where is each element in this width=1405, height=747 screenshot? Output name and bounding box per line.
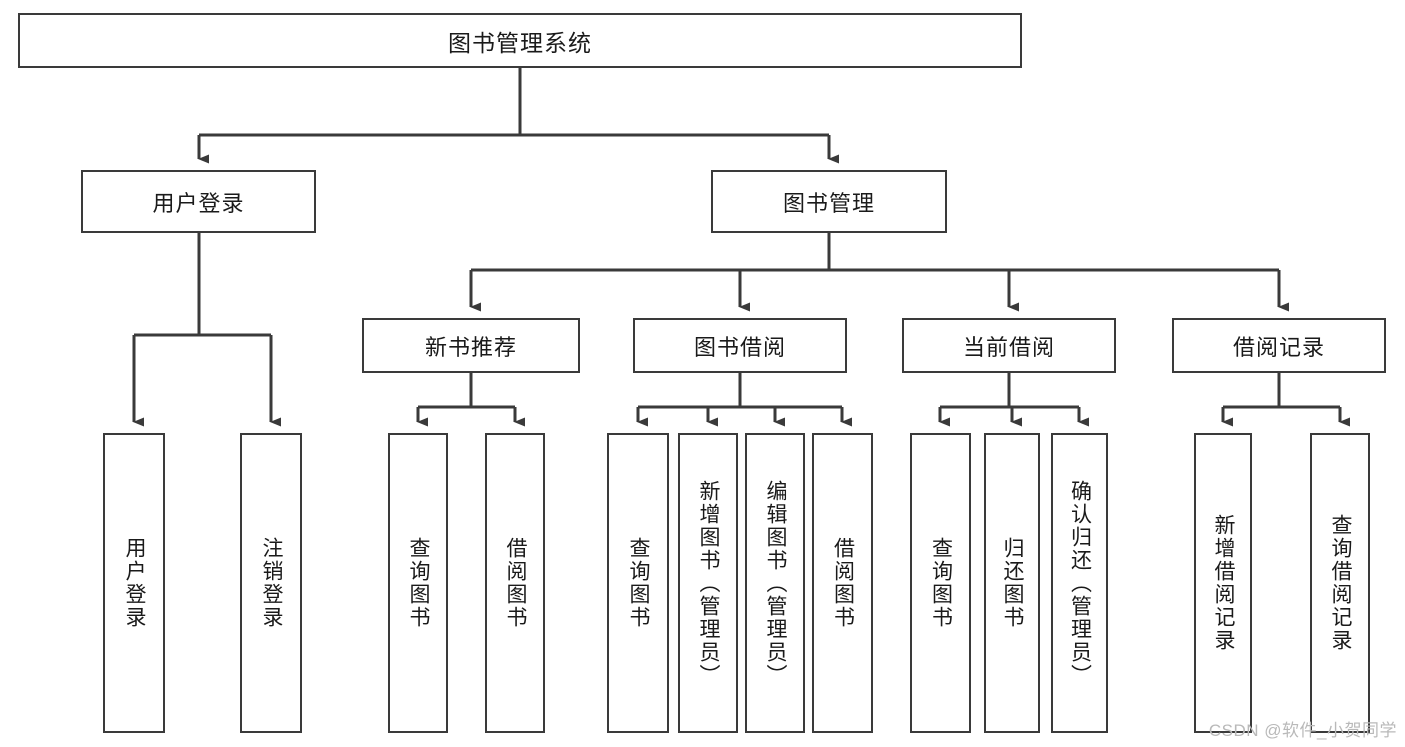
- leaf-user-login[interactable]: 用户登录: [103, 433, 165, 733]
- node-label: 新书推荐: [424, 334, 517, 360]
- node-label: 查询借阅记录: [1329, 514, 1353, 652]
- node-root-system[interactable]: 图书管理系统: [18, 13, 1022, 68]
- leaf-borrow-book-bb[interactable]: 借阅图书: [812, 433, 873, 733]
- leaf-query-book-bb[interactable]: 查询图书: [607, 433, 669, 733]
- node-label: 当前借阅: [962, 334, 1055, 360]
- node-user-login[interactable]: 用户登录: [81, 170, 316, 233]
- watermark-text: CSDN @软件_小贺同学: [1208, 721, 1397, 740]
- node-new-book-recommend[interactable]: 新书推荐: [362, 318, 580, 373]
- node-label: 新增借阅记录: [1212, 514, 1236, 652]
- node-label: 借阅图书: [504, 537, 528, 629]
- node-current-borrow[interactable]: 当前借阅: [902, 318, 1116, 373]
- node-label: 图书借阅: [693, 334, 786, 360]
- node-label: 图书管理: [782, 190, 875, 216]
- leaf-logout-login[interactable]: 注销登录: [240, 433, 302, 733]
- node-label: 借阅记录: [1232, 334, 1325, 360]
- node-label: 用户登录: [152, 190, 245, 216]
- node-label: 用户登录: [123, 537, 147, 629]
- node-label: 新增图书（管理员）: [697, 479, 721, 687]
- leaf-add-borrow-record[interactable]: 新增借阅记录: [1194, 433, 1252, 733]
- leaf-query-book-cb[interactable]: 查询图书: [910, 433, 971, 733]
- node-label: 查询图书: [627, 537, 651, 629]
- node-book-borrow[interactable]: 图书借阅: [633, 318, 847, 373]
- leaf-query-book-nbr[interactable]: 查询图书: [388, 433, 448, 733]
- leaf-add-book-admin[interactable]: 新增图书（管理员）: [678, 433, 738, 733]
- leaf-edit-book-admin[interactable]: 编辑图书（管理员）: [745, 433, 805, 733]
- node-label: 注销登录: [260, 537, 284, 629]
- node-label: 归还图书: [1001, 537, 1025, 629]
- node-label: 查询图书: [407, 537, 431, 629]
- node-label: 编辑图书（管理员）: [764, 479, 788, 687]
- node-label: 借阅图书: [831, 537, 855, 629]
- leaf-confirm-return-admin[interactable]: 确认归还（管理员）: [1051, 433, 1108, 733]
- node-book-management[interactable]: 图书管理: [711, 170, 947, 233]
- node-label: 图书管理系统: [448, 29, 592, 56]
- node-label: 确认归还（管理员）: [1068, 479, 1092, 687]
- leaf-query-borrow-record[interactable]: 查询借阅记录: [1310, 433, 1370, 733]
- leaf-borrow-book-nbr[interactable]: 借阅图书: [485, 433, 545, 733]
- leaf-return-book[interactable]: 归还图书: [984, 433, 1040, 733]
- node-borrow-record[interactable]: 借阅记录: [1172, 318, 1386, 373]
- node-label: 查询图书: [929, 537, 953, 629]
